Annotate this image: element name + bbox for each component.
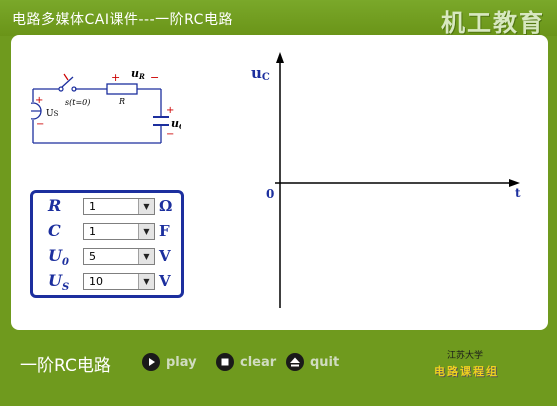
resistor-symbol (106, 83, 138, 95)
x-axis-arrow (509, 179, 520, 187)
play-label: play (166, 354, 197, 370)
param-unit-u0: V (159, 247, 171, 265)
param-select-r[interactable]: 1 ▼ (83, 198, 155, 215)
param-row-u0: U0 5 ▼ V (33, 245, 181, 269)
x-axis-label: t (515, 186, 521, 200)
y-axis-label: uC (251, 64, 270, 83)
voltage-time-graph: uC t 0 (251, 52, 521, 308)
brand-logo-text: 机工教育 (441, 9, 545, 37)
switch-blade (61, 76, 74, 88)
quit-button[interactable]: quit (286, 352, 339, 372)
source-minus-sign: − (36, 119, 44, 130)
quit-label: quit (310, 354, 340, 370)
section-title: 一阶RC电路 (20, 356, 111, 376)
switch-label: s(t=0) (65, 98, 90, 107)
clear-button[interactable]: clear (216, 352, 276, 372)
param-row-us: US 10 ▼ V (33, 270, 181, 294)
resistor-plus-sign: + (111, 71, 120, 84)
switch-contact-right (71, 86, 77, 92)
title-bar: 电路多媒体CAI课件---一阶RC电路 机工教育 (0, 0, 557, 37)
param-value-r: 1 (89, 200, 96, 213)
source-plus-sign: + (35, 95, 43, 106)
param-unit-c: F (159, 222, 170, 240)
switch-arrow (63, 73, 69, 81)
chevron-down-icon[interactable]: ▼ (138, 274, 154, 289)
window-title: 电路多媒体CAI课件---一阶RC电路 (12, 12, 233, 28)
resistor-voltage-label: uR (131, 67, 145, 81)
param-unit-r: Ω (159, 197, 173, 215)
param-select-c[interactable]: 1 ▼ (83, 223, 155, 240)
param-value-us: 10 (89, 275, 103, 288)
param-select-u0[interactable]: 5 ▼ (83, 248, 155, 265)
resistor-minus-sign: − (150, 71, 159, 84)
param-value-c: 1 (89, 225, 96, 238)
parameter-panel: R 1 ▼ Ω C 1 ▼ F U0 5 ▼ V US 1 (30, 190, 184, 298)
rc-circuit-diagram: s(t=0) uR + − R + − uC + − US (31, 67, 181, 144)
param-value-u0: 5 (89, 250, 96, 263)
y-axis-arrow (276, 52, 284, 63)
chevron-down-icon[interactable]: ▼ (138, 224, 154, 239)
param-unit-us: V (159, 272, 171, 290)
play-icon[interactable] (142, 353, 160, 371)
param-label-c: C (48, 221, 61, 240)
play-button[interactable]: play (142, 352, 197, 372)
resistor-name-label: R (118, 97, 125, 106)
university-logo-text: 江苏大学 (447, 351, 484, 361)
capacitor-minus-sign: − (166, 129, 174, 140)
capacitor-voltage-label: uC (171, 117, 181, 131)
param-label-r: R (48, 196, 62, 215)
param-label-us: US (48, 271, 70, 294)
param-select-us[interactable]: 10 ▼ (83, 273, 155, 290)
switch-contact-left (58, 86, 64, 92)
stop-icon[interactable] (216, 353, 234, 371)
chevron-down-icon[interactable]: ▼ (138, 199, 154, 214)
param-row-c: C 1 ▼ F (33, 220, 181, 244)
clear-label: clear (240, 354, 277, 370)
origin-label: 0 (266, 187, 274, 201)
course-group-logo-text: 电路课程组 (434, 365, 499, 378)
param-row-r: R 1 ▼ Ω (33, 195, 181, 219)
eject-icon[interactable] (286, 353, 304, 371)
source-label: US (46, 109, 59, 119)
param-label-u0: U0 (48, 246, 69, 269)
content-panel: s(t=0) uR + − R + − uC + − US R 1 ▼ Ω C … (11, 35, 548, 330)
chevron-down-icon[interactable]: ▼ (138, 249, 154, 264)
capacitor-plus-sign: + (166, 105, 174, 116)
